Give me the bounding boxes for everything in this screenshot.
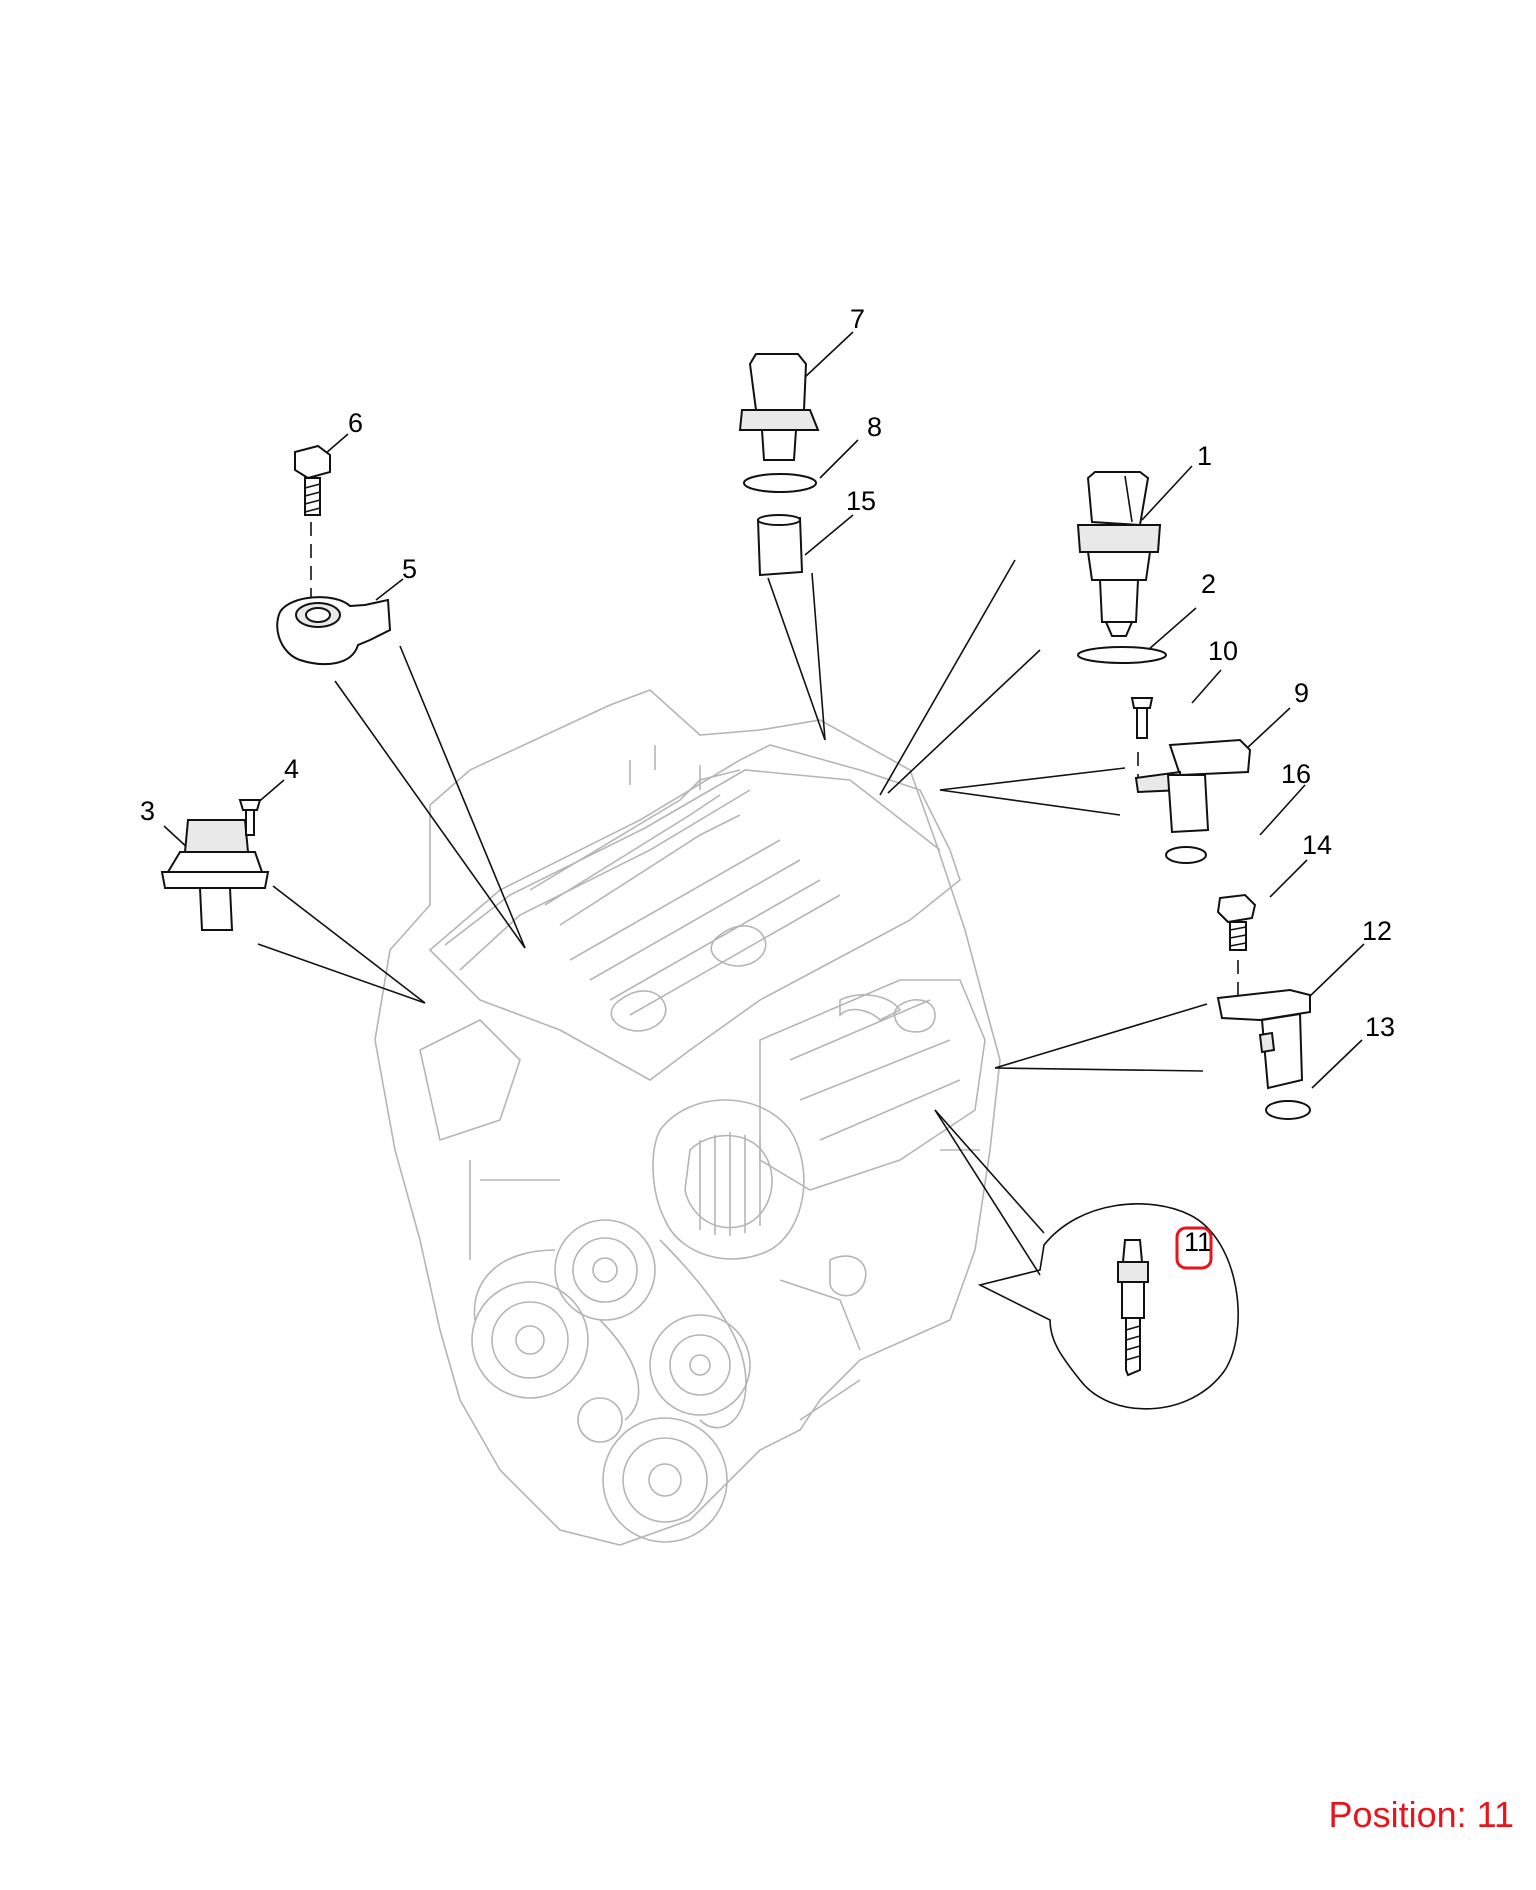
part-5-knock-sensor bbox=[276, 596, 392, 666]
callout-7[interactable]: 7 bbox=[850, 304, 865, 334]
part-16-o-ring bbox=[1165, 846, 1207, 864]
part-12-crankshaft-sensor bbox=[1216, 988, 1311, 1090]
callout-12[interactable]: 12 bbox=[1362, 916, 1392, 946]
engine-outline bbox=[374, 689, 1001, 1546]
callout-9[interactable]: 9 bbox=[1294, 678, 1309, 708]
callout-1[interactable]: 1 bbox=[1197, 441, 1212, 471]
assembly-axes bbox=[310, 522, 1239, 995]
callout-15[interactable]: 15 bbox=[846, 486, 876, 516]
callout-13[interactable]: 13 bbox=[1365, 1012, 1395, 1042]
callout-8[interactable]: 8 bbox=[867, 412, 882, 442]
callout-4[interactable]: 4 bbox=[284, 754, 299, 784]
highlight-box-callout-11 bbox=[1175, 1226, 1213, 1270]
part-2-washer bbox=[1077, 646, 1167, 664]
part-8-washer bbox=[743, 473, 817, 493]
part-3-map-sensor bbox=[160, 819, 270, 931]
callout-2[interactable]: 2 bbox=[1201, 569, 1216, 599]
part-7-pressure-sensor bbox=[738, 353, 820, 461]
callout-5[interactable]: 5 bbox=[402, 554, 417, 584]
part-10-screw bbox=[1130, 697, 1154, 739]
part-13-o-ring bbox=[1265, 1100, 1311, 1120]
part-1-temperature-sensor bbox=[1076, 471, 1162, 637]
callout-16[interactable]: 16 bbox=[1281, 759, 1311, 789]
part-14-bolt bbox=[1216, 893, 1257, 951]
callout-6[interactable]: 6 bbox=[348, 408, 363, 438]
callout-3[interactable]: 3 bbox=[140, 796, 155, 826]
callout-11[interactable]: 11 bbox=[1184, 1227, 1212, 1257]
part-4-screw bbox=[238, 799, 262, 836]
position-label: Position: 11 bbox=[1328, 1794, 1514, 1835]
leader-lines bbox=[163, 331, 1365, 1410]
callout-10[interactable]: 10 bbox=[1208, 636, 1238, 666]
part-11-oxygen-sensor bbox=[1117, 1239, 1149, 1377]
part-15-sleeve bbox=[756, 514, 804, 577]
callout-14[interactable]: 14 bbox=[1302, 830, 1332, 860]
part-6-bolt bbox=[294, 444, 331, 516]
part-9-camshaft-sensor bbox=[1134, 738, 1252, 834]
callout-numbers: 1 2 3 4 5 6 7 8 9 10 11 12 13 14 15 16 bbox=[140, 304, 1395, 1257]
